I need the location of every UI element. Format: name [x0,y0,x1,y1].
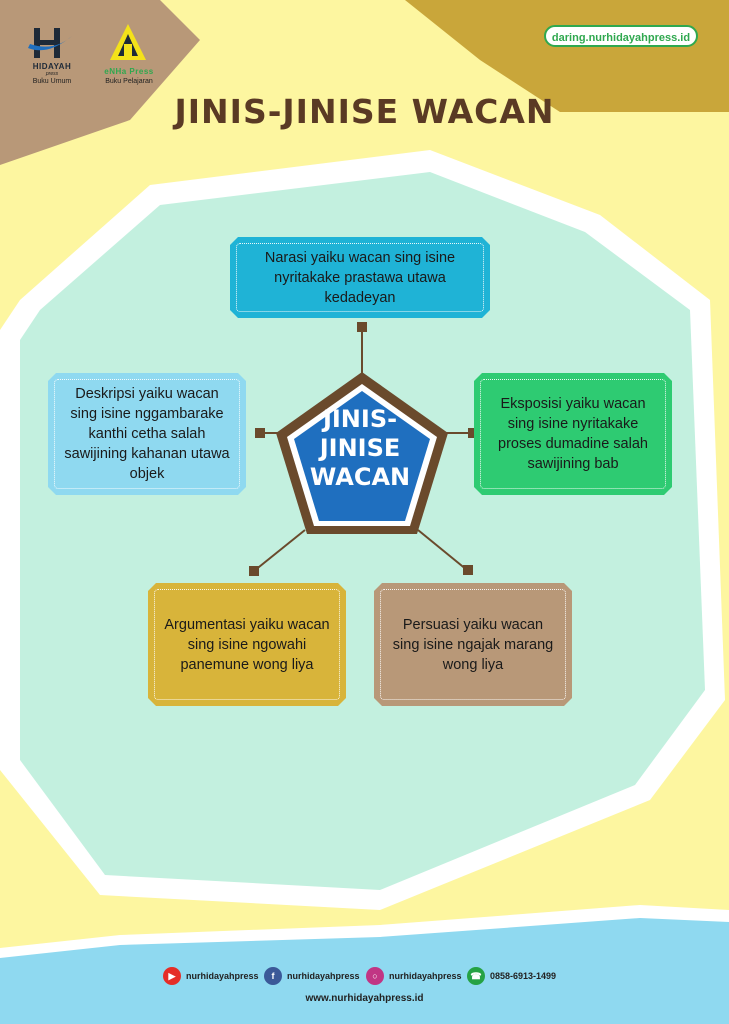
center-pentagon [294,391,430,521]
card-eksposisi: Eksposisi yaiku wacan sing isine nyritak… [474,373,672,495]
enha-logo-icon [110,24,146,60]
footer-youtube[interactable]: ▶ nurhidayahpress [163,966,259,986]
footer-youtube-label: nurhidayahpress [186,971,259,981]
card-shapes [48,237,672,706]
enha-logo-name: eNHa Press [104,67,154,76]
footer-instagram[interactable]: ○ nurhidayahpress [366,966,462,986]
youtube-icon: ▶ [163,967,181,985]
footer-website-link[interactable]: www.nurhidayahpress.id [305,993,424,1004]
page-title: JINIS-JINISE WACAN [174,92,555,131]
footer-blue-shape [0,918,729,1024]
card-argumentasi-text: Argumentasi yaiku wacan sing isine ngowa… [164,616,330,673]
footer-facebook[interactable]: f nurhidayahpress [264,966,360,986]
hidayah-logo-name: HIDAYAH [32,62,72,71]
hidayah-logo-icon [28,28,72,58]
facebook-icon: f [264,967,282,985]
center-label-line3: WACAN [309,463,411,491]
whatsapp-icon: ☎ [467,967,485,985]
card-narasi-text: Narasi yaiku wacan sing isine nyritakake… [264,249,456,306]
site-url-badge[interactable]: daring.nurhidayahpress.id [544,25,698,47]
footer-whatsapp-label: 0858-6913-1499 [490,971,557,981]
card-deskripsi: Deskripsi yaiku wacan sing isine nggamba… [48,373,246,495]
card-eksposisi-text: Eksposisi yaiku wacan sing isine nyritak… [498,396,648,472]
card-argumentasi: Argumentasi yaiku wacan sing isine ngowa… [148,583,346,706]
card-persuasi-text: Persuasi yaiku wacan sing isine ngajak m… [392,616,554,673]
center-label-line1: JINIS- [322,405,398,433]
footer-whatsapp[interactable]: ☎ 0858-6913-1499 [467,966,556,986]
card-narasi: Narasi yaiku wacan sing isine nyritakake… [230,237,490,318]
card-persuasi: Persuasi yaiku wacan sing isine ngajak m… [374,583,572,706]
hidayah-logo-sub: press [45,71,59,77]
card-deskripsi-text: Deskripsi yaiku wacan sing isine nggamba… [64,386,230,482]
footer-facebook-label: nurhidayahpress [287,971,360,981]
center-label-line2: JINISE [319,434,401,462]
footer-instagram-label: nurhidayahpress [389,971,462,981]
hidayah-logo-caption: Buku Umum [32,78,72,85]
enha-logo-caption: Buku Pelajaran [105,78,153,85]
center-label: JINIS- JINISE WACAN [285,405,435,492]
instagram-icon: ○ [366,967,384,985]
